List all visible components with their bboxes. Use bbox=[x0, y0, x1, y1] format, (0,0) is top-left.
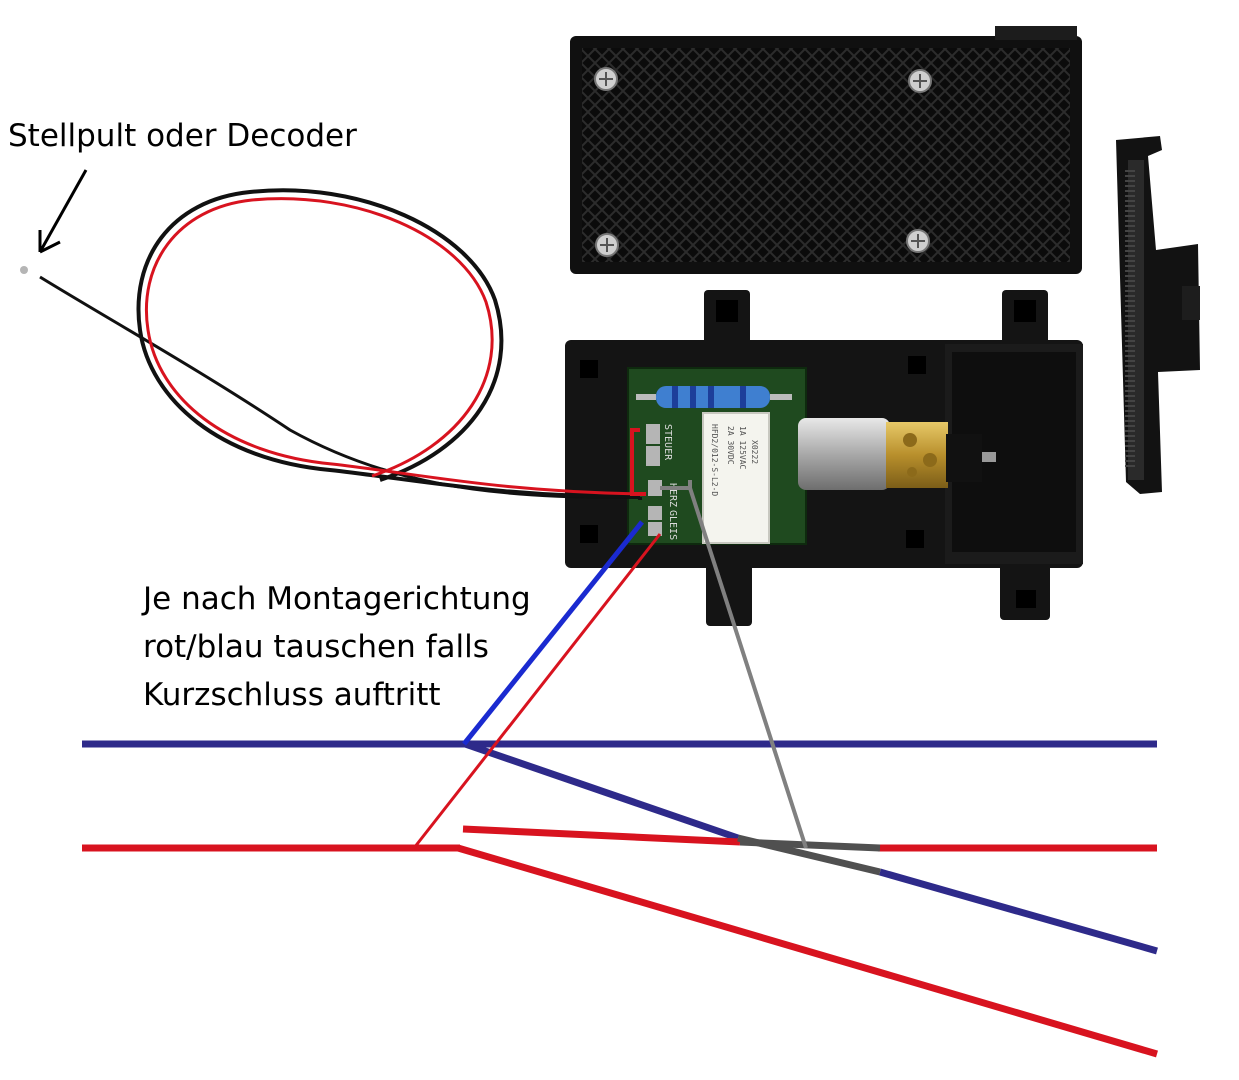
pcb-label-herz: HERZ bbox=[667, 483, 678, 507]
relay-model-text: HFD2/012-S-L2-D bbox=[710, 424, 719, 496]
wire-red bbox=[412, 533, 662, 849]
rail-blue-diverging bbox=[879, 868, 1158, 955]
wiring-note: Je nach Montagerichtung rot/blau tausche… bbox=[143, 575, 531, 719]
housing-lid bbox=[570, 26, 1082, 274]
pcb-label-gleis: GLEIS bbox=[667, 510, 678, 540]
rail-blue-diverging bbox=[463, 740, 740, 842]
frog-rail bbox=[739, 838, 881, 852]
rail-red-diverging bbox=[457, 844, 1158, 1058]
wire-end-icon bbox=[20, 266, 28, 274]
wiring-note-line: Je nach Montagerichtung bbox=[143, 581, 531, 617]
wiring-note-line: Kurzschluss auftritt bbox=[143, 677, 441, 713]
feed-cable bbox=[20, 188, 647, 500]
rail-red-closure bbox=[462, 825, 741, 846]
connection-wires bbox=[412, 480, 808, 849]
screw-icon bbox=[908, 69, 932, 93]
pcb-label-steuer: STEUER bbox=[662, 424, 673, 461]
controller-label: Stellpult oder Decoder bbox=[8, 118, 357, 154]
relay-rating-text: 1A 125VAC bbox=[738, 426, 747, 470]
wire-blue bbox=[462, 520, 644, 746]
pcb: HFD2/012-S-L2-D 2A 30VDC 1A 125VAC X0222… bbox=[627, 367, 807, 545]
motor bbox=[798, 418, 996, 490]
screw-icon bbox=[594, 67, 618, 91]
rack-slider bbox=[1116, 136, 1200, 494]
screw-icon bbox=[595, 233, 619, 257]
relay-rating-text: 2A 30VDC bbox=[726, 426, 735, 465]
resistor bbox=[636, 386, 792, 408]
relay-code-text: X0222 bbox=[750, 440, 759, 464]
relay: HFD2/012-S-L2-D 2A 30VDC 1A 125VAC X0222 bbox=[702, 412, 770, 544]
track-diagram bbox=[82, 740, 1158, 1058]
arrow-icon bbox=[38, 169, 88, 254]
wiring-note-line: rot/blau tauschen falls bbox=[143, 629, 489, 665]
screw-icon bbox=[906, 229, 930, 253]
